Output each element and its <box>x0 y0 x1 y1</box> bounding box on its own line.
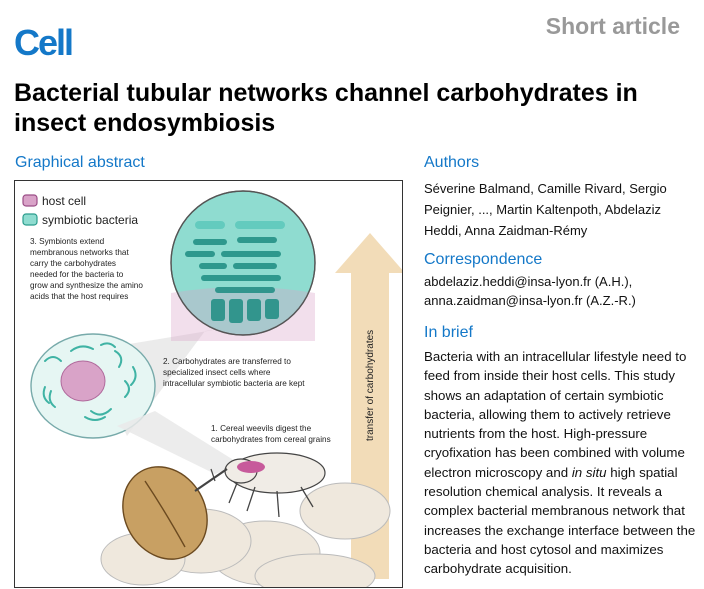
graphical-abstract-heading: Graphical abstract <box>15 154 145 171</box>
graphical-abstract-figure: transfer of carbohydrates host cell symb… <box>14 180 403 588</box>
in-brief-text-part1: Bacteria with an intracellular lifestyle… <box>424 349 687 480</box>
article-title: Bacterial tubular networks channel carbo… <box>14 79 638 137</box>
authors-heading: Authors <box>424 154 480 171</box>
weevil-drawing <box>194 452 326 518</box>
correspondence-heading: Correspondence <box>424 251 543 268</box>
step3-text: 3. Symbionts extend membranous networks … <box>30 237 145 301</box>
authors-list: Séverine Balmand, Camille Rivard, Sergio… <box>424 181 667 238</box>
graphical-abstract-illustration: transfer of carbohydrates host cell symb… <box>22 190 402 587</box>
zoom-cone-lower <box>117 411 240 474</box>
host-cell-drawing <box>30 333 156 439</box>
in-brief-heading: In brief <box>424 324 473 341</box>
arrow-label: transfer of carbohydrates <box>365 330 376 441</box>
cereal-grains <box>100 466 391 587</box>
in-brief-text: Bacteria with an intracellular lifestyle… <box>424 347 699 579</box>
host-cell-legend-label: host cell <box>42 194 86 208</box>
host-cell-legend-swatch <box>22 194 38 207</box>
step2-text: 2. Carbohydrates are transferred to spec… <box>163 357 305 388</box>
email-heddi-link[interactable]: abdelaziz.heddi@insa-lyon.fr (A.H.), <box>424 274 633 289</box>
in-brief-text-part2: high spatial resolution chemical analysi… <box>424 464 696 577</box>
bacteria-network-zoom <box>170 190 316 341</box>
step1-text: 1. Cereal weevils digest the carbohydrat… <box>211 424 331 444</box>
in-brief-italic: in situ <box>571 464 607 480</box>
bacteria-legend-swatch <box>22 213 38 226</box>
journal-logo: Cell <box>14 22 74 63</box>
bacteria-legend-label: symbiotic bacteria <box>42 213 138 227</box>
arrow-head <box>335 233 402 273</box>
email-zaidman-link[interactable]: anna.zaidman@insa-lyon.fr (A.Z.-R.) <box>424 293 636 308</box>
correspondence-emails: abdelaziz.heddi@insa-lyon.fr (A.H.), ann… <box>424 272 694 310</box>
article-type: Short article <box>545 13 680 39</box>
